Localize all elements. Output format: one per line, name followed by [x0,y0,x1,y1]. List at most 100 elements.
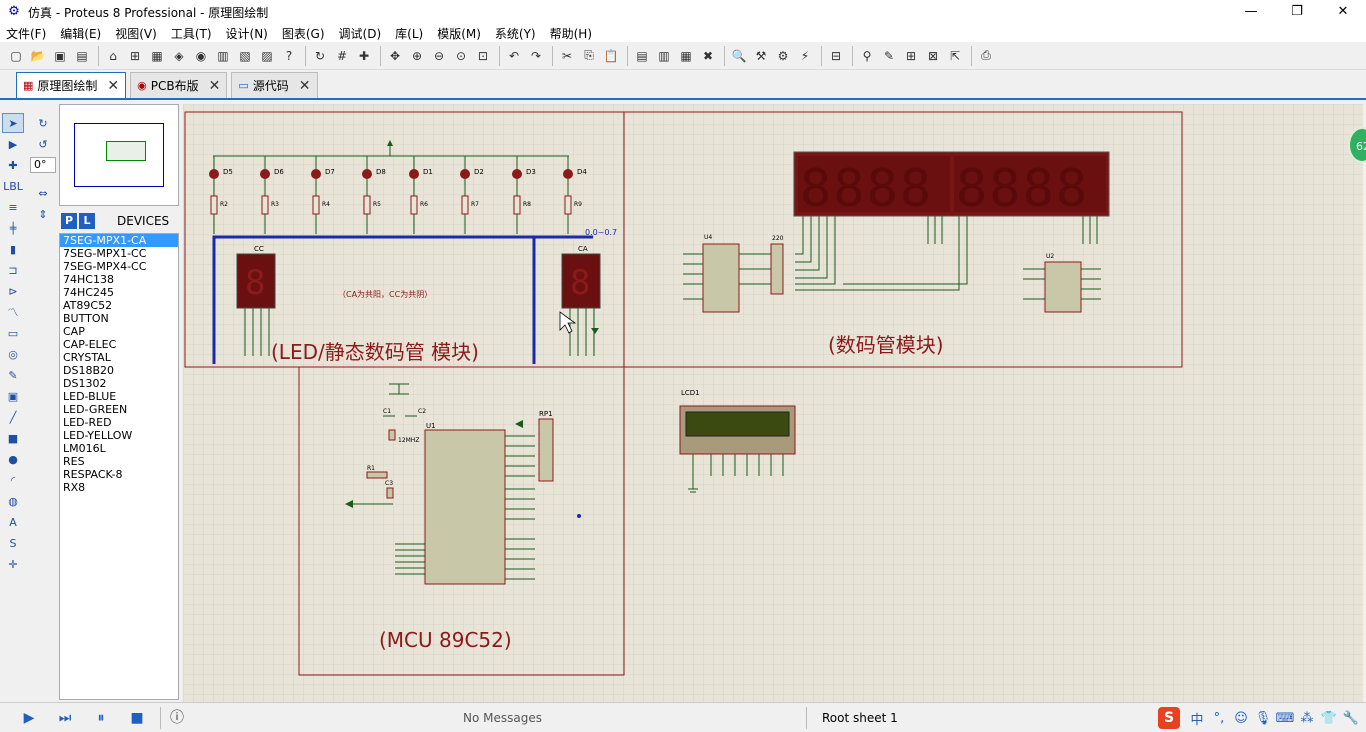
list-item[interactable]: 74HC245 [63,286,114,299]
3d-icon[interactable]: ◈ [174,48,184,63]
mirror-y-icon[interactable]: ⇕ [38,207,48,221]
sogou-ime-icon[interactable]: S [1158,707,1180,729]
overview-viewport[interactable] [74,123,164,187]
library-manager-button[interactable]: L [79,213,95,229]
resistor-pack-rp1[interactable]: RP1 [515,410,554,482]
search-icon[interactable]: ⚲ [862,48,872,63]
voltage-probe-icon[interactable]: ✎ [8,368,18,382]
block-copy-icon[interactable]: ▤ [636,48,648,63]
emoji-icon[interactable]: ☺ [1234,710,1248,726]
pause-icon[interactable]: ⏸ [97,710,105,726]
seven-seg-mpx8[interactable]: 8888 8888 [793,151,1110,219]
crystal-circuit[interactable]: C1 C2 12MHZ R1 C3 [345,383,426,508]
device-pins-icon[interactable]: ⊳ [8,284,18,298]
mirror-x-icon[interactable]: ⇔ [38,186,48,200]
make-device-icon[interactable]: ⚒ [755,48,767,63]
redo-icon[interactable]: ↷ [530,48,542,63]
line-icon[interactable]: ╱ [9,410,17,424]
path-icon[interactable]: ◍ [8,494,18,508]
pan-icon[interactable]: ✥ [389,48,401,63]
list-item[interactable]: DS18B20 [63,364,114,377]
netlist-icon[interactable]: ⎙ [981,48,991,62]
led-d5[interactable]: D5 R2 [209,156,233,234]
generator-icon[interactable]: ◎ [8,347,18,361]
zoom-all-icon[interactable]: ⊙ [455,48,467,63]
tab-schematic[interactable]: ▦ 原理图绘制 ✕ [16,72,127,98]
overview-window[interactable] [59,104,179,206]
list-item[interactable]: AT89C52 [63,299,113,312]
new-sheet-icon[interactable]: ⊞ [905,48,917,63]
junction-dot-icon[interactable]: ✚ [8,158,18,172]
list-item[interactable]: BUTTON [63,312,109,325]
text-icon[interactable]: A [9,515,17,529]
source-icon[interactable]: ▧ [239,48,251,63]
menu-file[interactable]: 文件(F) [6,26,47,41]
box-icon[interactable]: ■ [7,431,19,445]
chip-u4[interactable]: U4 [683,234,771,313]
menu-debug[interactable]: 调试(D) [338,26,382,41]
close-button[interactable]: ✕ [1337,4,1349,19]
seven-seg-ca[interactable]: CA 8 [561,245,601,356]
skin-icon[interactable]: ⁂ [1300,710,1314,726]
messages-text[interactable]: No Messages [463,711,542,725]
play-icon[interactable]: ▶ [23,710,35,726]
led-d4[interactable]: D4 R9 [563,156,587,234]
menu-system[interactable]: 系统(Y) [494,26,536,41]
list-item[interactable]: RX8 [63,481,86,494]
led-d8[interactable]: D8 R5 [362,156,386,234]
close-icon[interactable]: ✕ [298,77,311,94]
punctuation-icon[interactable]: °, [1213,710,1225,726]
package-tool-icon[interactable]: ⚙ [777,48,789,63]
terminals-icon[interactable]: ⊐ [8,263,18,277]
schematic-canvas[interactable]: D5 R2 D6 R3 D7 R4 D8 R5 D1 [183,104,1363,702]
chip-u2[interactable]: U2 [1023,253,1101,313]
list-item[interactable]: 7SEG-MPX1-CA [60,234,178,247]
save-icon[interactable]: ▣ [54,48,66,63]
led-d1[interactable]: D1 R6 [409,156,433,234]
text-script-icon[interactable]: ≡ [8,200,18,214]
origin-icon[interactable]: ✚ [358,48,370,63]
close-icon[interactable]: ✕ [208,77,221,94]
graph-icon[interactable]: 〽 [7,306,19,319]
paste-icon[interactable]: 📋 [603,48,619,63]
close-project-icon[interactable]: ▤ [76,48,88,63]
tab-pcb[interactable]: ◉ PCB布版 ✕ [130,72,228,98]
close-icon[interactable]: ✕ [107,77,120,94]
led-d6[interactable]: D6 R3 [260,156,284,234]
menu-template[interactable]: 模版(M) [437,26,481,41]
wire-label-icon[interactable]: LBL [3,179,23,193]
undo-icon[interactable]: ↶ [508,48,520,63]
list-item[interactable]: RES [63,455,85,468]
copy-icon[interactable]: ⎘ [584,48,594,62]
schematic-icon[interactable]: ⊞ [129,48,141,63]
shirt-icon[interactable]: 👕 [1320,710,1338,726]
led-d2[interactable]: D2 R7 [460,156,484,234]
block-rotate-icon[interactable]: ▦ [680,48,692,63]
exit-parent-icon[interactable]: ⇱ [949,48,961,63]
rotation-angle-field[interactable]: 0° [30,157,56,173]
ime-lang-indicator[interactable]: 中 [1190,712,1204,728]
marker-icon[interactable]: ✛ [8,557,18,571]
led-d7[interactable]: D7 R4 [311,156,335,234]
list-item[interactable]: 7SEG-MPX4-CC [63,260,147,273]
cut-icon[interactable]: ✂ [561,48,573,63]
component-mode-icon[interactable]: ▶ [8,137,18,151]
rotate-cw-icon[interactable]: ↻ [38,116,48,130]
mcu-u1[interactable]: U1 [395,422,535,585]
tab-source[interactable]: ▭ 源代码 ✕ [231,72,318,98]
voice-icon[interactable]: 🎙 [1254,710,1272,726]
list-item[interactable]: RESPACK-8 [63,468,123,481]
zoom-area-icon[interactable]: ⊡ [477,48,489,63]
list-item[interactable]: DS1302 [63,377,107,390]
help-icon[interactable]: ? [285,48,293,63]
rotate-ccw-icon[interactable]: ↺ [38,137,48,151]
block-move-icon[interactable]: ▥ [658,48,670,63]
zoom-in-icon[interactable]: ⊕ [411,48,423,63]
list-item[interactable]: LED-RED [63,416,112,429]
list-item[interactable]: 7SEG-MPX1-CC [63,247,147,260]
restore-button[interactable]: ❐ [1291,4,1303,19]
info-icon[interactable]: ⓘ [170,710,184,726]
menu-library[interactable]: 库(L) [395,26,424,41]
menu-tools[interactable]: 工具(T) [170,26,212,41]
menu-edit[interactable]: 编辑(E) [60,26,102,41]
